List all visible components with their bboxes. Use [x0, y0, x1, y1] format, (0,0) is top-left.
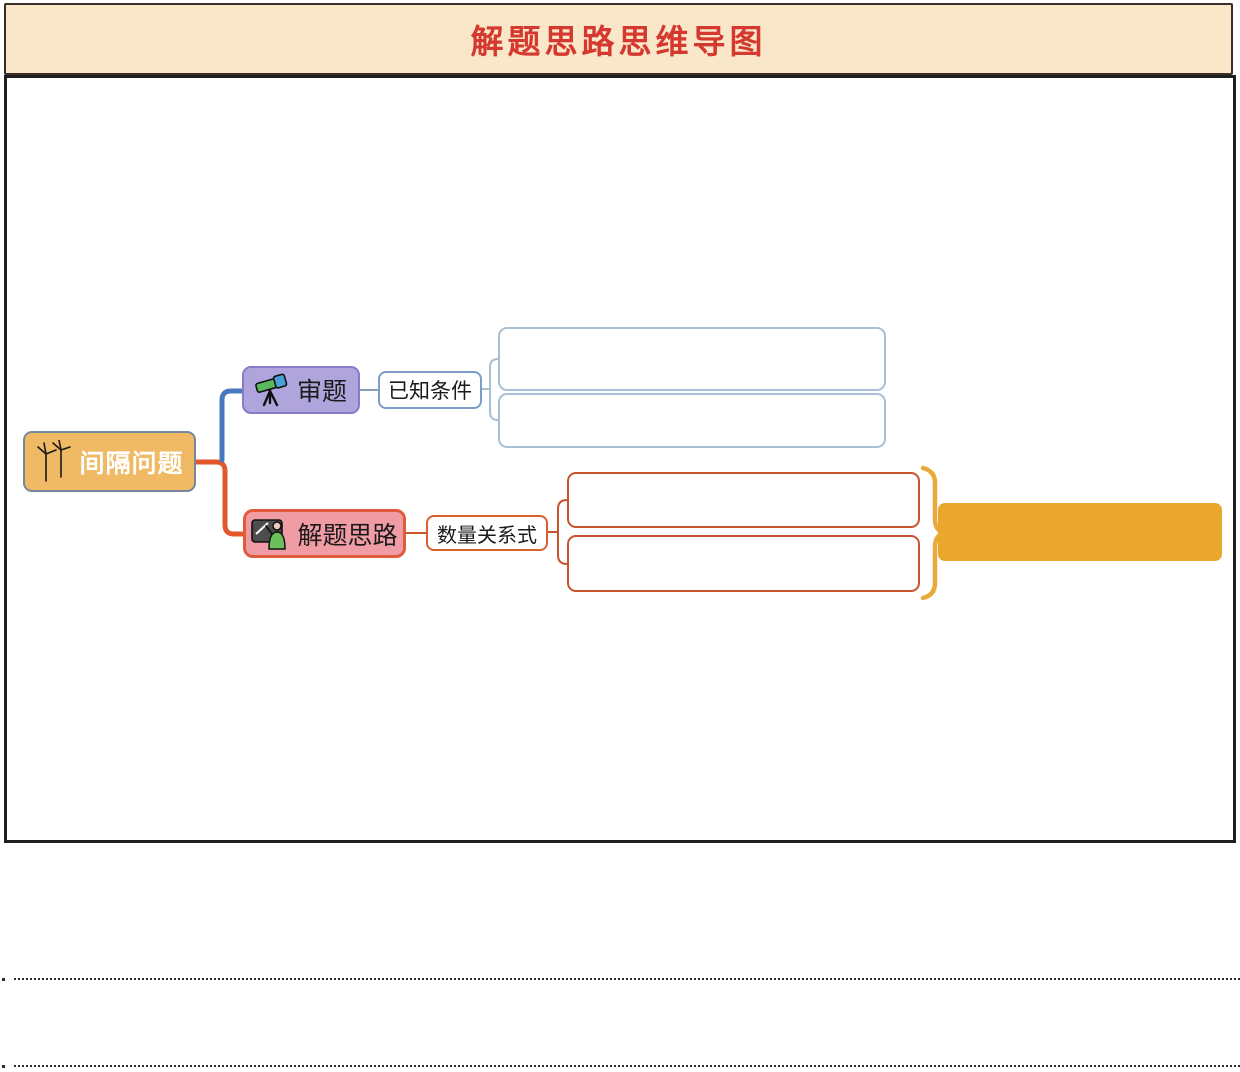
node-examine-label: 审题 [296, 378, 347, 406]
node-quantity-label: 数量关系式 [437, 524, 537, 547]
node-root-label: 间隔问题 [79, 449, 184, 478]
node-solve-label: 解题思路 [297, 521, 398, 550]
writing-line-1 [0, 978, 1240, 982]
node-solving-approach[interactable]: 解题思路 [243, 509, 406, 558]
fill-in-box-known-2[interactable] [498, 393, 886, 448]
node-examine-question[interactable]: 审题 [242, 366, 360, 414]
wind-turbine-icon [37, 439, 72, 482]
dotted-rule [14, 1065, 1240, 1067]
writing-line-lead-dot [2, 1065, 5, 1068]
page-title: 解题思路思维导图 [470, 23, 767, 60]
blackboard-presentation-icon [251, 518, 287, 550]
fill-in-box-quantity-1[interactable] [567, 472, 920, 528]
fill-in-box-quantity-2[interactable] [567, 535, 920, 592]
mindmap-canvas [4, 75, 1236, 843]
node-known-label: 已知条件 [388, 380, 472, 403]
dotted-rule [14, 978, 1240, 980]
telescope-icon [255, 373, 288, 407]
node-known-conditions[interactable]: 已知条件 [378, 371, 482, 409]
node-root-interval-problem[interactable]: 间隔问题 [23, 431, 196, 492]
writing-line-lead-dot [2, 978, 5, 981]
fill-in-box-known-1[interactable] [498, 327, 886, 391]
result-box[interactable] [938, 503, 1222, 561]
node-quantity-relation[interactable]: 数量关系式 [426, 515, 548, 551]
writing-line-2 [0, 1065, 1240, 1069]
title-banner: 解题思路思维导图 [4, 3, 1233, 75]
